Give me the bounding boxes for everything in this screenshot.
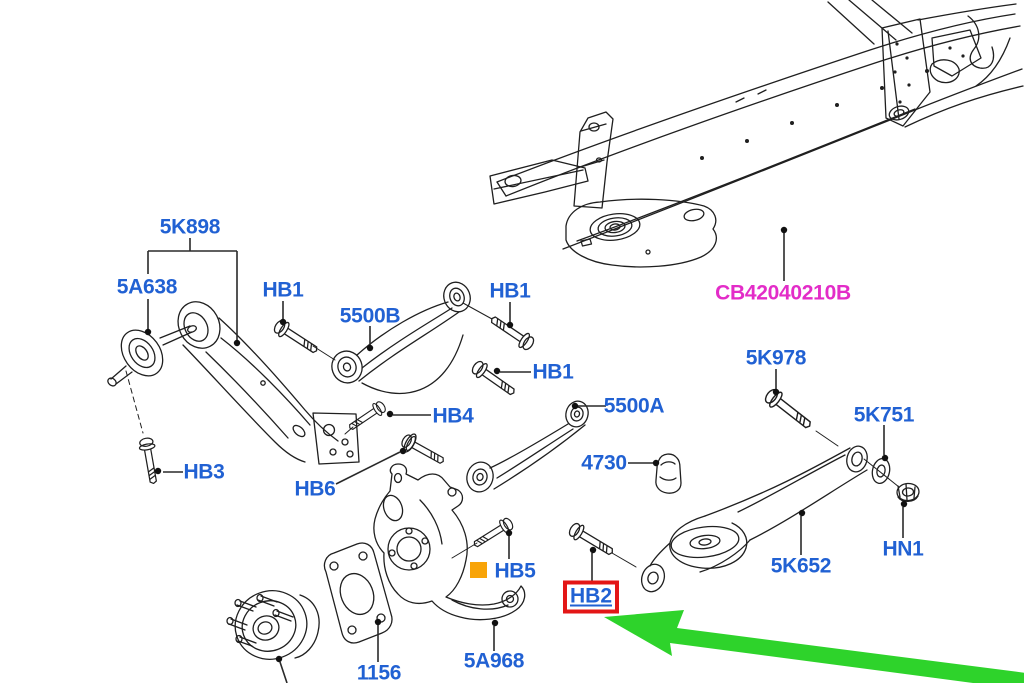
bolt-hb1-third-art xyxy=(468,357,520,401)
hb2-red-highlight-box: HB2 xyxy=(562,580,620,614)
label-bolt-hb2: HB2 xyxy=(569,584,613,608)
label-upper-control-arm: 5500B xyxy=(339,304,401,328)
hub-art xyxy=(226,590,320,660)
bolt-5k978-art xyxy=(761,385,816,434)
label-nut-hn1: HN1 xyxy=(882,537,924,561)
label-lower-control-arm: 5K652 xyxy=(770,554,832,578)
label-washer-5k751: 5K751 xyxy=(853,403,915,427)
bolt-hb1-first-art xyxy=(271,317,322,359)
subframe-art xyxy=(489,0,1024,268)
hb5-highlight-square xyxy=(470,562,487,578)
label-bolt-hb1-third: HB1 xyxy=(532,360,574,384)
label-bolt-hb6: HB6 xyxy=(294,477,336,501)
leader-dots xyxy=(144,226,908,663)
bushing-5a638-art xyxy=(107,325,198,387)
label-bolt-hb1-second: HB1 xyxy=(489,279,531,303)
label-wheel-knuckle: 5A968 xyxy=(463,649,525,673)
label-bolt-hb3: HB3 xyxy=(183,460,225,484)
bump-stop-art xyxy=(655,453,682,494)
label-trailing-arm-assembly: 5K898 xyxy=(159,215,221,239)
label-bolt-hb5: HB5 xyxy=(494,559,536,583)
bolt-hb6-art xyxy=(398,431,448,469)
label-trailing-arm-bushing: 5A638 xyxy=(116,275,178,299)
label-bolt-5k978: 5K978 xyxy=(745,346,807,370)
label-subframe-crossmember: CB42040210B xyxy=(715,281,851,305)
lower-arm-5k652-art xyxy=(640,445,900,593)
label-bump-stop: 4730 xyxy=(581,451,627,475)
nut-hn1-art xyxy=(896,482,920,503)
bolt-axis-lines xyxy=(125,302,839,568)
knuckle-5a968-art xyxy=(373,463,526,621)
bolt-hb4-art xyxy=(345,398,389,435)
label-bolt-hb1-first: HB1 xyxy=(262,278,304,302)
trailing-arm-art xyxy=(177,301,360,465)
leader-lines xyxy=(147,233,904,683)
upper-arm-5500b-art xyxy=(331,281,471,395)
label-bolt-hb4: HB4 xyxy=(432,404,474,428)
backing-plate-art xyxy=(323,542,393,644)
label-backing-plate: 1156 xyxy=(356,661,402,683)
bolt-hb3-art xyxy=(137,436,162,486)
green-arrow xyxy=(604,610,1024,683)
label-toe-link: 5500A xyxy=(603,394,665,418)
bolt-hb1-second-art xyxy=(486,311,538,354)
washer-5k751-art xyxy=(871,457,891,485)
toe-link-5500a-art xyxy=(466,400,589,493)
